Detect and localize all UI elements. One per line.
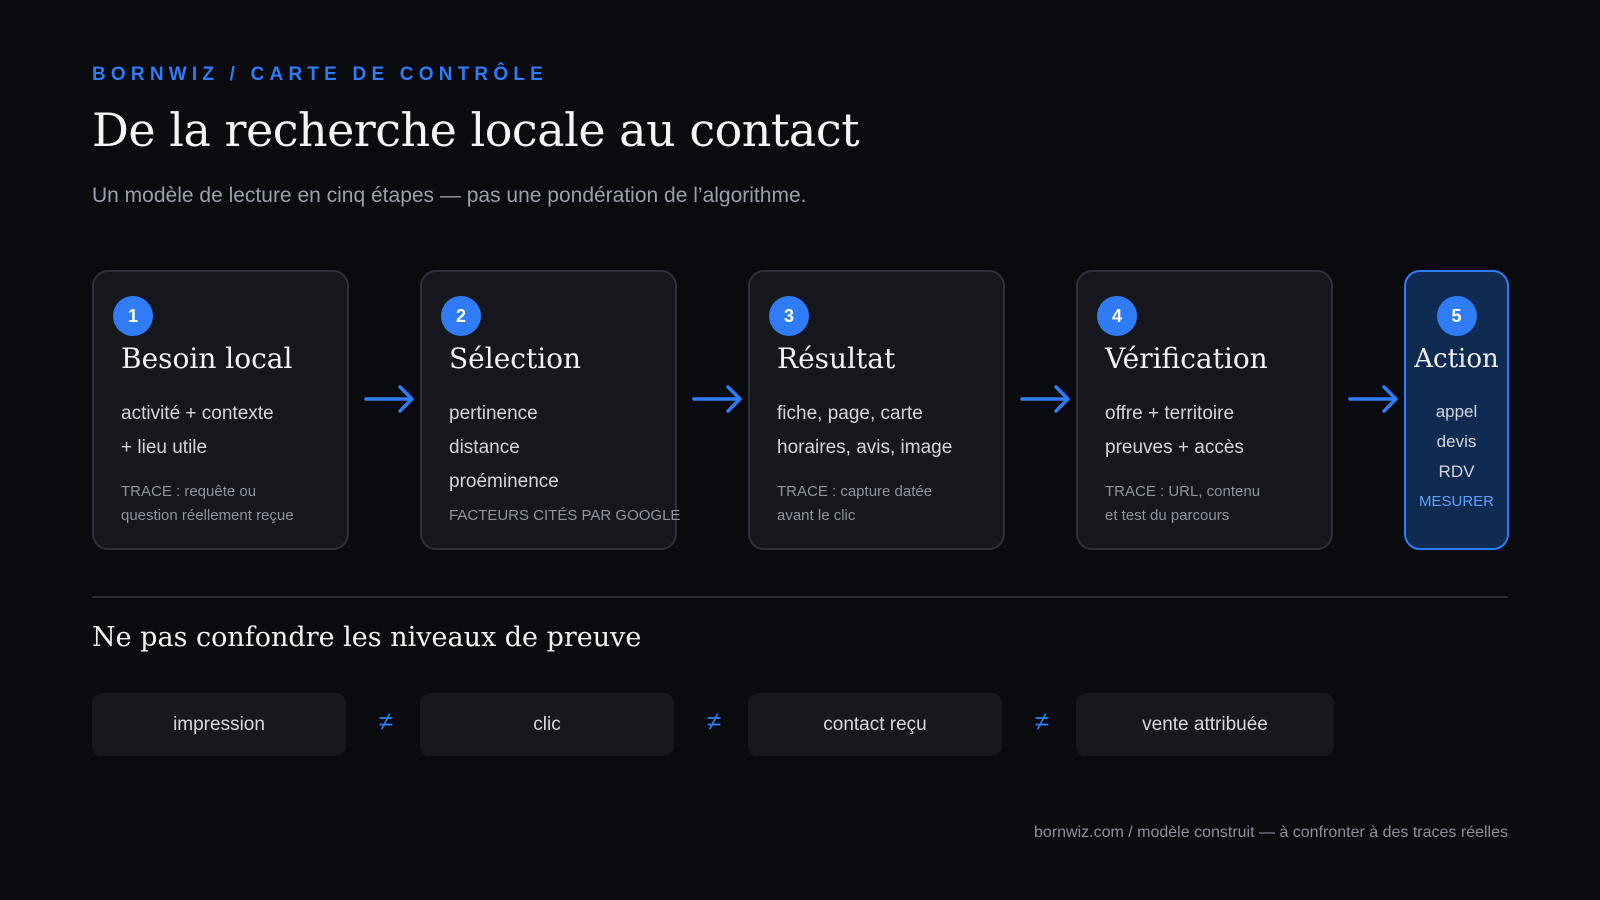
step-item: + lieu utile [121,437,208,458]
step-items: pertinence distance proéminence [449,397,559,499]
step-item: horaires, avis, image [777,437,953,458]
step-title: Sélection [449,342,582,375]
section-title: Ne pas confondre les niveaux de preuve [92,622,642,653]
step-card-1: 1 Besoin local activité + contexte + lie… [92,270,349,550]
trace-line: MESURER [1418,493,1494,510]
step-trace: TRACE : URL, contenu et test du parcours [1105,480,1260,528]
page-subtitle: Un modèle de lecture en cinq étapes — pa… [92,184,807,207]
step-item: pertinence [449,403,538,424]
step-number-badge: 2 [441,296,481,336]
not-equal-icon: ≠ [1034,706,1050,736]
step-item: preuves + accès [1105,437,1244,458]
trace-line: avant le clic [777,507,856,524]
step-trace: MESURER [1406,490,1507,514]
step-items: appel devis RDV [1406,397,1507,487]
step-title: Besoin local [121,342,293,375]
step-trace: FACTEURS CITÉS PAR GOOGLE [449,504,680,528]
trace-line: question réellement reçue [121,507,294,524]
section-divider [92,596,1508,598]
trace-line: et test du parcours [1105,507,1230,524]
step-item: devis [1436,432,1477,451]
step-card-2: 2 Sélection pertinence distance proémine… [420,270,680,550]
step-number-badge: 1 [113,296,153,336]
step-number-badge: 3 [769,296,809,336]
arrow-right-icon [1020,385,1070,413]
arrow-right-icon [692,385,742,413]
step-title: Action [1414,344,1499,374]
trace-line: FACTEURS CITÉS PAR GOOGLE [449,507,681,524]
step-items: offre + territoire preuves + accès [1105,397,1244,465]
eyebrow: BORNWIZ / CARTE DE CONTRÔLE [92,64,548,85]
step-item: activité + contexte [121,403,274,424]
step-item: offre + territoire [1105,403,1235,424]
not-equal-icon: ≠ [706,706,722,736]
trace-line: TRACE : capture datée [777,483,933,500]
step-item: fiche, page, carte [777,403,923,424]
footer-note: bornwiz.com / modèle construit — à confr… [1034,824,1508,841]
step-trace: TRACE : capture datée avant le clic [777,480,932,528]
evidence-level: vente attribuée [1076,693,1334,756]
evidence-level: impression [92,693,346,756]
step-card-3: 3 Résultat fiche, page, carte horaires, … [748,270,1005,550]
step-item: distance [449,437,520,458]
evidence-level: clic [420,693,674,756]
step-number-badge: 4 [1097,296,1137,336]
step-items: fiche, page, carte horaires, avis, image [777,397,952,465]
step-title: Vérification [1105,342,1268,375]
evidence-level: contact reçu [748,693,1002,756]
step-item: appel [1435,402,1478,421]
step-number-badge: 5 [1436,296,1477,336]
arrow-right-icon [364,385,414,413]
step-card-4: 4 Vérification offre + territoire preuve… [1076,270,1333,550]
not-equal-icon: ≠ [378,706,394,736]
step-card-5: 5 Action appel devis RDV MESURER [1404,270,1509,550]
trace-line: TRACE : requête ou [121,483,257,500]
trace-line: TRACE : URL, contenu [1105,483,1261,500]
step-item: RDV [1438,462,1475,481]
step-items: activité + contexte + lieu utile [121,397,274,465]
step-title: Résultat [777,342,896,375]
step-trace: TRACE : requête ou question réellement r… [121,480,294,528]
arrow-right-icon [1348,385,1398,413]
step-item: proéminence [449,471,559,492]
page-title: De la recherche locale au contact [92,103,860,157]
